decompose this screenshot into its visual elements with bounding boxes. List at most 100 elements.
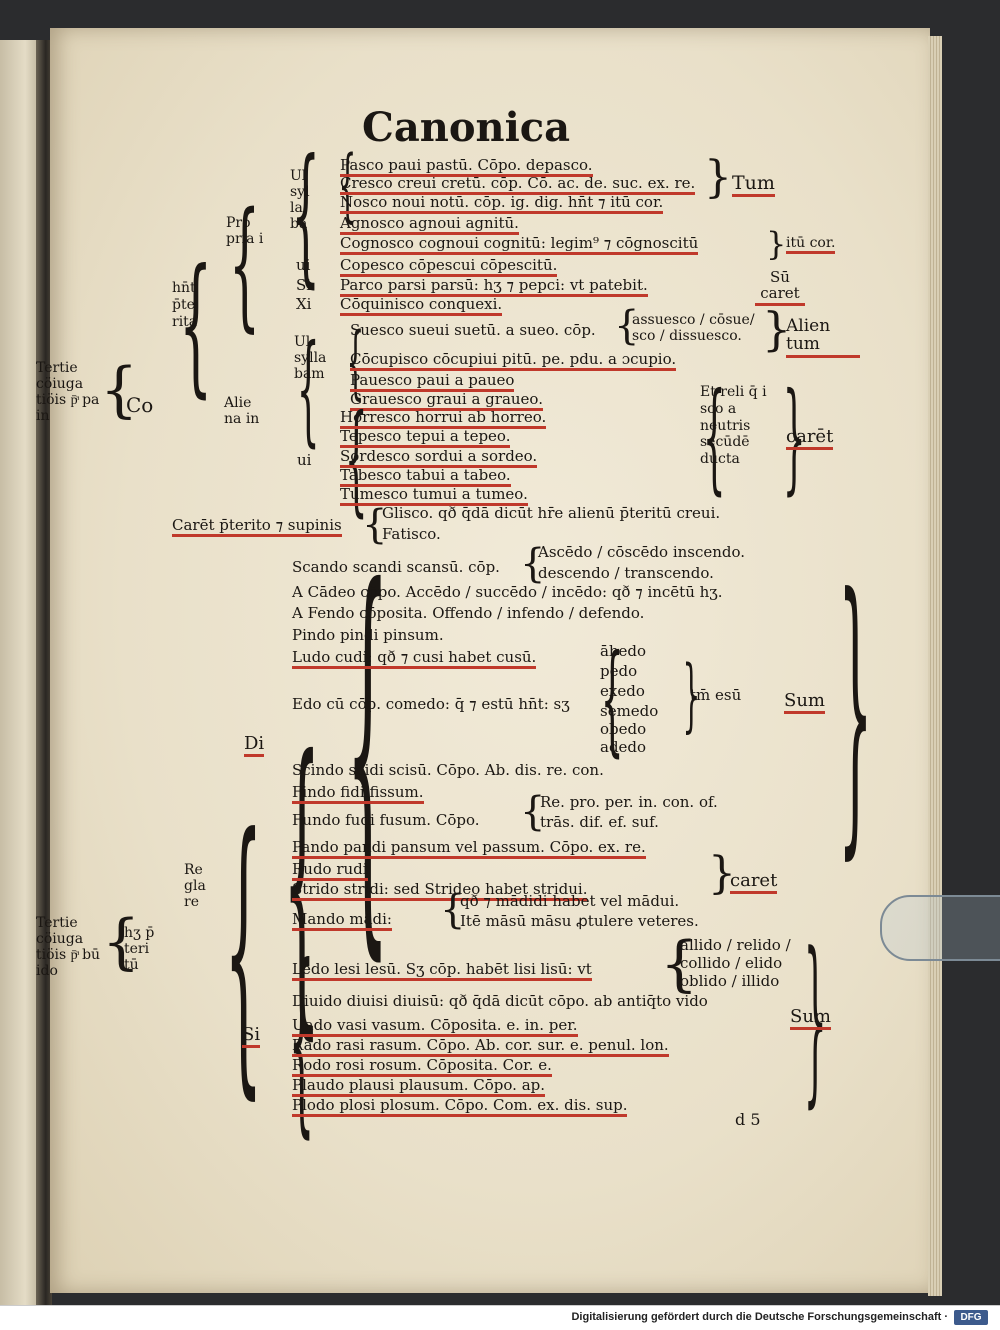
brace: { <box>224 775 263 1124</box>
text-line: Strido stridi: sed Strideo habet stridui… <box>292 882 588 901</box>
brace: { <box>520 789 546 835</box>
folio-mark: d 5 <box>735 1110 761 1129</box>
brace: } <box>782 368 806 507</box>
text-line: Uado vasi vasum. Cōposita. e. in. per. <box>292 1018 578 1037</box>
sec1-alien-tum: Alien tum <box>786 317 860 358</box>
brace: } <box>708 848 736 899</box>
dfg-logo: DFG <box>954 1310 988 1325</box>
text-line: Pindo pindi pinsum. <box>292 626 444 644</box>
text-line: Sordesco sordui a sordeo. <box>340 449 538 468</box>
page-heading: Canonica <box>362 104 571 151</box>
sec1-hnt-pterita: hn̄t p̄te rita <box>172 280 198 330</box>
brace: { <box>344 390 368 529</box>
sec1-vl-syllabam: Ul sylla bam <box>294 334 327 383</box>
brace: } <box>766 225 787 263</box>
text-line: Pauesco paui a paueo <box>350 373 515 392</box>
brace: { <box>296 320 320 459</box>
brace: { <box>228 183 261 346</box>
edo-compound: exedo <box>600 682 645 700</box>
sec1-fatisco: Fatisco. <box>382 525 441 543</box>
text-line: Rudo rudi <box>292 862 368 881</box>
sec2-sum2: Sum <box>790 1008 831 1030</box>
text-line: Ledo lesi lesū. Sʒ cōp. habēt lisi lisū:… <box>292 962 592 981</box>
text-line: Rodo rosi rosum. Cōposita. Cor. e. <box>292 1058 552 1077</box>
sec2-mando-1: qð ⁊ mādidi habet vel mādui. <box>460 892 680 910</box>
text-line: A Fendo cōposita. Offendo / infendo / de… <box>292 604 645 622</box>
sec1-tum: Tum <box>732 174 775 197</box>
brace: } <box>682 648 701 741</box>
brace: { <box>338 138 357 231</box>
sec2-re-pro: Re. pro. per. in. con. of. <box>540 793 718 811</box>
brace: } <box>704 152 732 203</box>
sec2-regulare: Re gla re <box>184 862 206 911</box>
sec1-et-reli: Et reli q̄ i sco a neutris secūdē ducta <box>700 384 767 468</box>
sec2-hz-pteritu: hʒ p̄ teri tū <box>124 925 155 974</box>
text-line: Agnosco agnoui agnitū. <box>340 216 519 235</box>
brace: { <box>362 502 388 548</box>
brace: { <box>102 907 141 977</box>
sec2-allido: allido / relido / <box>680 936 791 954</box>
sec2-allido: oblido / illido <box>680 972 780 990</box>
edo-compound: semedo <box>600 702 659 720</box>
text-line: Parco parsi parsū: hʒ ⁊ pepci: vt patebi… <box>340 278 648 297</box>
sec1-vl-syllaba: Ul syl la bā <box>290 168 310 233</box>
book-binding <box>36 40 52 1305</box>
sec2-tm-esu: tm̄ esū <box>690 686 742 704</box>
sec1-co: Co <box>126 393 154 417</box>
text-line: Scando scandi scansū. cōp. <box>292 558 500 576</box>
text-line: Cōcupisco cōcupiui pitū. pe. pdu. a ɔcup… <box>350 352 677 371</box>
sec1-si: Si <box>296 276 312 294</box>
footer-text: Digitalisierung gefördert durch die Deut… <box>571 1311 948 1323</box>
text-line: Cognosco cognoui cognitū: legim⁹ ⁊ cōgno… <box>340 236 699 255</box>
sec2-ascendo: Ascēdo / cōscēdo inscendo. <box>538 543 746 561</box>
text-line: A Cādeo cōpo. Accēdo / succēdo / incēdo:… <box>292 583 723 601</box>
text-line: Fundo fudi fusum. Cōpo. <box>292 811 480 829</box>
edo-compound: pedo <box>600 662 638 680</box>
brace: } <box>838 535 873 884</box>
sec2-caret: caret <box>730 872 778 894</box>
sec1-su-caret: Sū caret <box>755 269 805 306</box>
edo-compound: obedo <box>600 720 647 738</box>
sec1-itu-cor: itū cor. <box>786 236 836 254</box>
brace: { <box>614 303 640 349</box>
text-line: Grauesco graui a graueo. <box>350 392 543 411</box>
brace: { <box>346 315 365 408</box>
sec1-label: Tertie cöiuga tiöis p̄ͣ pa in <box>36 360 100 425</box>
brace: { <box>346 505 389 994</box>
text-line: Ludo cudi: qð ⁊ cusi habet cusū. <box>292 650 537 669</box>
previous-page-edge <box>0 40 42 1305</box>
sec1-gliscit: Glisco. qð q̄dā dicūt hr̄e alienū p̄teri… <box>382 504 721 522</box>
text-line: Tepesco tepui a tepeo. <box>340 429 511 448</box>
text-line: Mando mādi: <box>292 912 392 931</box>
text-line: Edo cū cōp. comedo: q̄ ⁊ estū hn̄t: sʒ <box>292 695 570 713</box>
text-line: Pando pandi pansum vel passum. Cōpo. ex.… <box>292 840 646 859</box>
text-line: Plaudo plausi plausum. Cōpo. ap. <box>292 1078 546 1097</box>
brace: { <box>702 368 726 507</box>
text-line: Tumesco tumui a tumeo. <box>340 487 528 506</box>
text-line: Scindo scidi scisū. Cōpo. Ab. dis. re. c… <box>292 761 604 779</box>
sec2-tras: trās. dif. ef. suf. <box>540 813 659 831</box>
brace: { <box>440 887 466 933</box>
text-line: Cōquinisco conquexi. <box>340 297 503 316</box>
brace: { <box>520 541 546 587</box>
digitization-footer: Digitalisierung gefördert durch die Deut… <box>0 1305 1000 1330</box>
text-line: Rado rasi rasum. Cōpo. Ab. cor. sur. e. … <box>292 1038 669 1057</box>
page-stack-edge <box>928 36 942 1296</box>
sec2-di: Di <box>244 735 265 757</box>
page-holder-clip <box>880 895 1000 961</box>
text-line: Horresco horrui ab horreo. <box>340 410 547 429</box>
sec1-ui2: ui <box>297 451 312 469</box>
text-line: Nosco noui notū. cōp. ig. dig. hn̄t ⁊ it… <box>340 195 664 214</box>
sec1-assuesco: assuesco / cōsue/ sco / dissuesco. <box>632 312 755 345</box>
sec2-label: Tertie cöiuga tiöis p̄ͣ bū ido <box>36 915 101 980</box>
brace: { <box>660 929 699 999</box>
brace: } <box>762 302 792 356</box>
sec1-ui: ui <box>296 256 311 274</box>
sec2-sum: Sum <box>784 692 825 714</box>
text-line: Tabesco tabui a tabeo. <box>340 468 511 487</box>
brace: { <box>291 128 321 302</box>
text-line: Findo fidi fissum. <box>292 785 424 804</box>
sec2-mando-2: Itē māsū māsu ꝓtulere veteres. <box>460 912 699 930</box>
text-line: Cresco creui cretū. cōp. Cō. ac. de. suc… <box>340 176 696 195</box>
brace: { <box>179 238 213 412</box>
